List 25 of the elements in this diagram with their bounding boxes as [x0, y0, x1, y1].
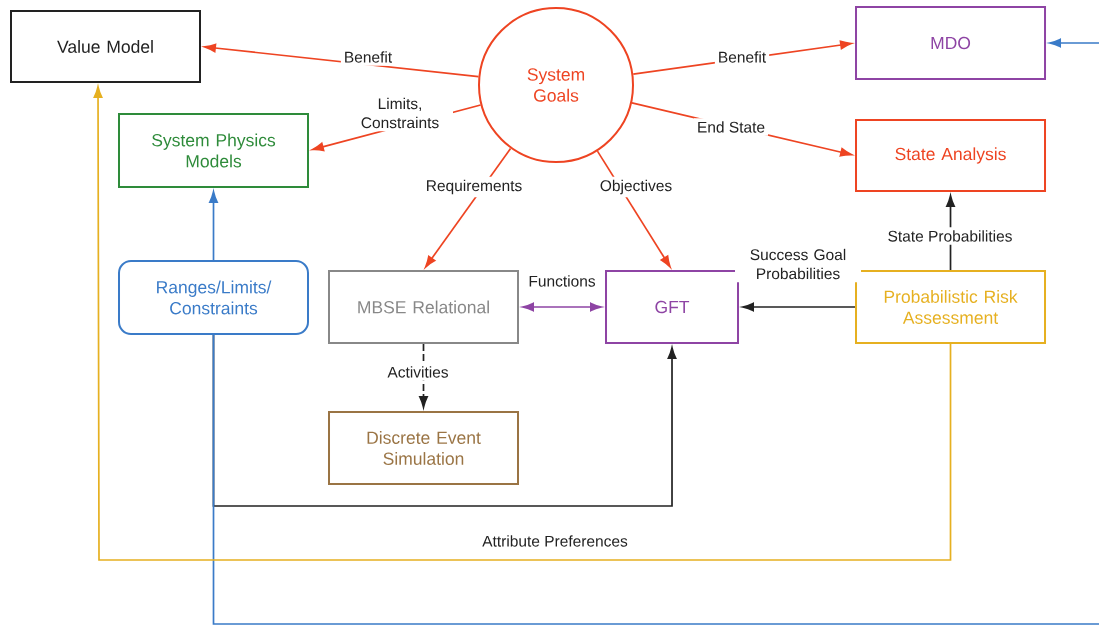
arrow [212, 38, 1099, 625]
edge-label: Functions [525, 272, 599, 290]
edge-label: Activities [384, 363, 452, 381]
process-box: State Analysis [855, 119, 1046, 192]
arrow [522, 302, 602, 312]
process-box: Value Model [10, 10, 201, 83]
process-box: Discrete Event Simulation [328, 411, 519, 485]
edge-label: State Probabilities [884, 227, 1016, 245]
arrow [742, 302, 856, 312]
edge-label: End State [693, 118, 769, 136]
arrow [596, 150, 671, 268]
edge-label: Objectives [596, 176, 676, 198]
process-box: GFT [605, 270, 739, 344]
arrow [93, 86, 952, 561]
edge-label: Attribute Preferences [479, 532, 631, 550]
process-box: Ranges/Limits/Constraints [118, 260, 309, 335]
edge-label: Limits, Constraints [347, 94, 453, 132]
process-box: MDO [855, 6, 1046, 80]
process-box: MBSE Relational [328, 270, 519, 344]
edge-label: Benefit [714, 48, 770, 66]
edge-label: Requirements [422, 176, 526, 198]
process-box: System Physics Models [118, 113, 309, 188]
process-box: Probabilistic Risk Assessment [855, 270, 1046, 344]
arrow [424, 147, 512, 268]
edge-label: Success Goal Probabilities [735, 245, 861, 283]
